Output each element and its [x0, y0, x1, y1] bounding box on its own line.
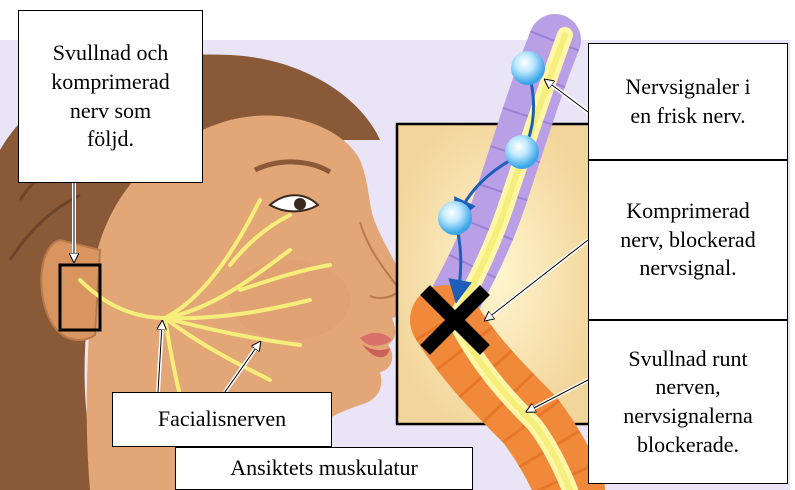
label-compressed-blocked: Komprimerad nerv, blockerad nervsignal. [588, 160, 788, 320]
label-swelling-blocked: Svullnad runt nerven, nervsignalerna blo… [588, 320, 788, 484]
nerve-signal [505, 135, 539, 169]
pupil [294, 198, 306, 210]
label-swollen-nerve: Svullnad och komprimerad nerv som följd. [18, 10, 203, 183]
nerve-signal [438, 201, 472, 235]
label-healthy-signals: Nervsignaler i en frisk nerv. [588, 43, 788, 160]
cheek-shading [230, 260, 350, 340]
label-facial-nerve: Facialisnerven [112, 392, 332, 447]
label-facial-muscles: Ansiktets muskulatur [175, 447, 473, 490]
nerve-signal [511, 51, 545, 85]
